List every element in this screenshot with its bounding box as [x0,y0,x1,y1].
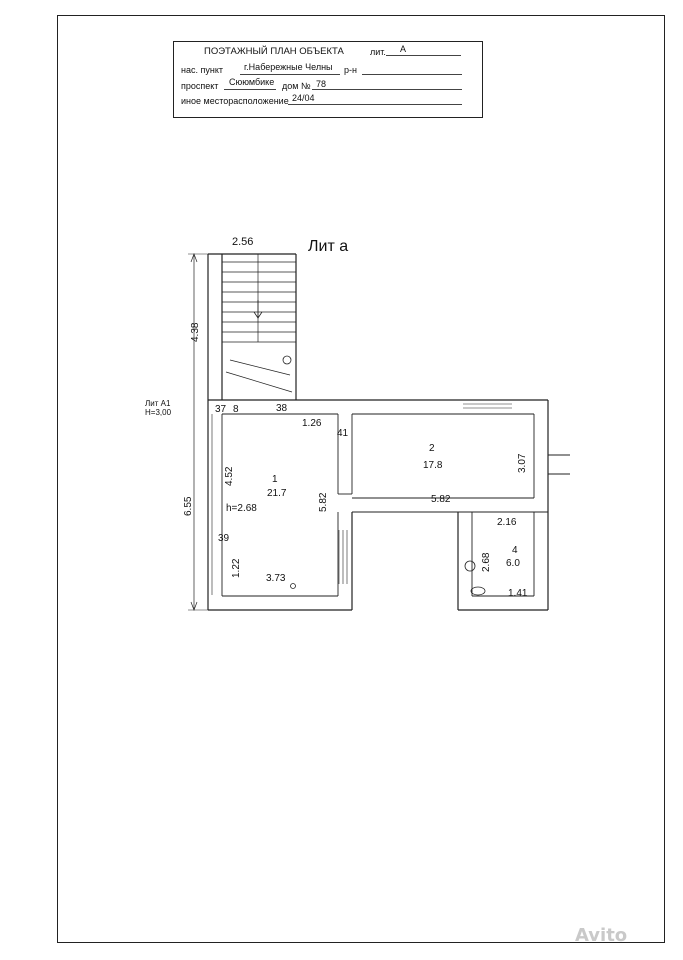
settlement-label: нас. пункт [181,65,223,75]
dim-39: 39 [218,533,230,544]
dim-8: 8 [233,404,239,415]
house-label: дом № [282,81,311,91]
room2-number: 2 [429,443,435,454]
dim-stair-length: 4.38 [190,322,201,342]
toilet-fixture [470,586,486,596]
room1-area: 21.7 [267,488,287,499]
lit-label: лит. [370,47,386,57]
dim-373: 3.73 [266,573,286,584]
room4-area: 6.0 [506,558,520,569]
dim-582-horizontal: 5.82 [431,494,451,505]
stair-arrow [253,300,263,319]
other-location-value: 24/04 [292,93,315,103]
dim-122: 1.22 [231,558,242,578]
side-note-height: H=3,00 [145,408,172,417]
stair-circle [282,355,292,365]
dim-stair-width: 2.56 [232,236,253,248]
dim-37: 37 [215,404,227,415]
room1-number: 1 [272,474,278,485]
dim-216: 2.16 [497,517,517,528]
title-heading: ПОЭТАЖНЫЙ ПЛАН ОБЪЕКТА [204,46,344,57]
lit-value: А [400,44,407,54]
room4-number: 4 [512,545,518,556]
other-location-label: иное месторасположение [181,96,289,106]
avito-watermark: Avito [575,925,628,946]
district-label: р-н [344,65,357,75]
room2-area: 17.8 [423,460,443,471]
settlement-value: г.Набережные Челны [244,62,333,72]
sink-fixture [464,560,476,572]
room1-height: h=2.68 [226,503,257,514]
street-label: проспект [181,81,219,91]
dim-141: 1.41 [508,588,528,599]
dim-582-vertical: 5.82 [318,492,329,512]
dim-41: 41 [337,428,349,439]
dim-268: 2.68 [481,552,492,572]
house-value: 78 [316,79,327,89]
plan-title: Лит а [308,238,348,255]
dim-452: 4.52 [224,466,235,486]
side-note-lit: Лит А1 [145,399,171,408]
dim-38: 38 [276,403,288,414]
street-value: Сююмбике [229,77,275,87]
title-block: ПОЭТАЖНЫЙ ПЛАН ОБЪЕКТА лит. А нас. пункт… [173,41,483,118]
stair-treads [222,254,296,393]
drawing-frame [57,15,665,943]
dim-307: 3.07 [517,453,528,473]
dim-126: 1.26 [302,418,322,429]
dim-total-height: 6.55 [183,496,194,516]
